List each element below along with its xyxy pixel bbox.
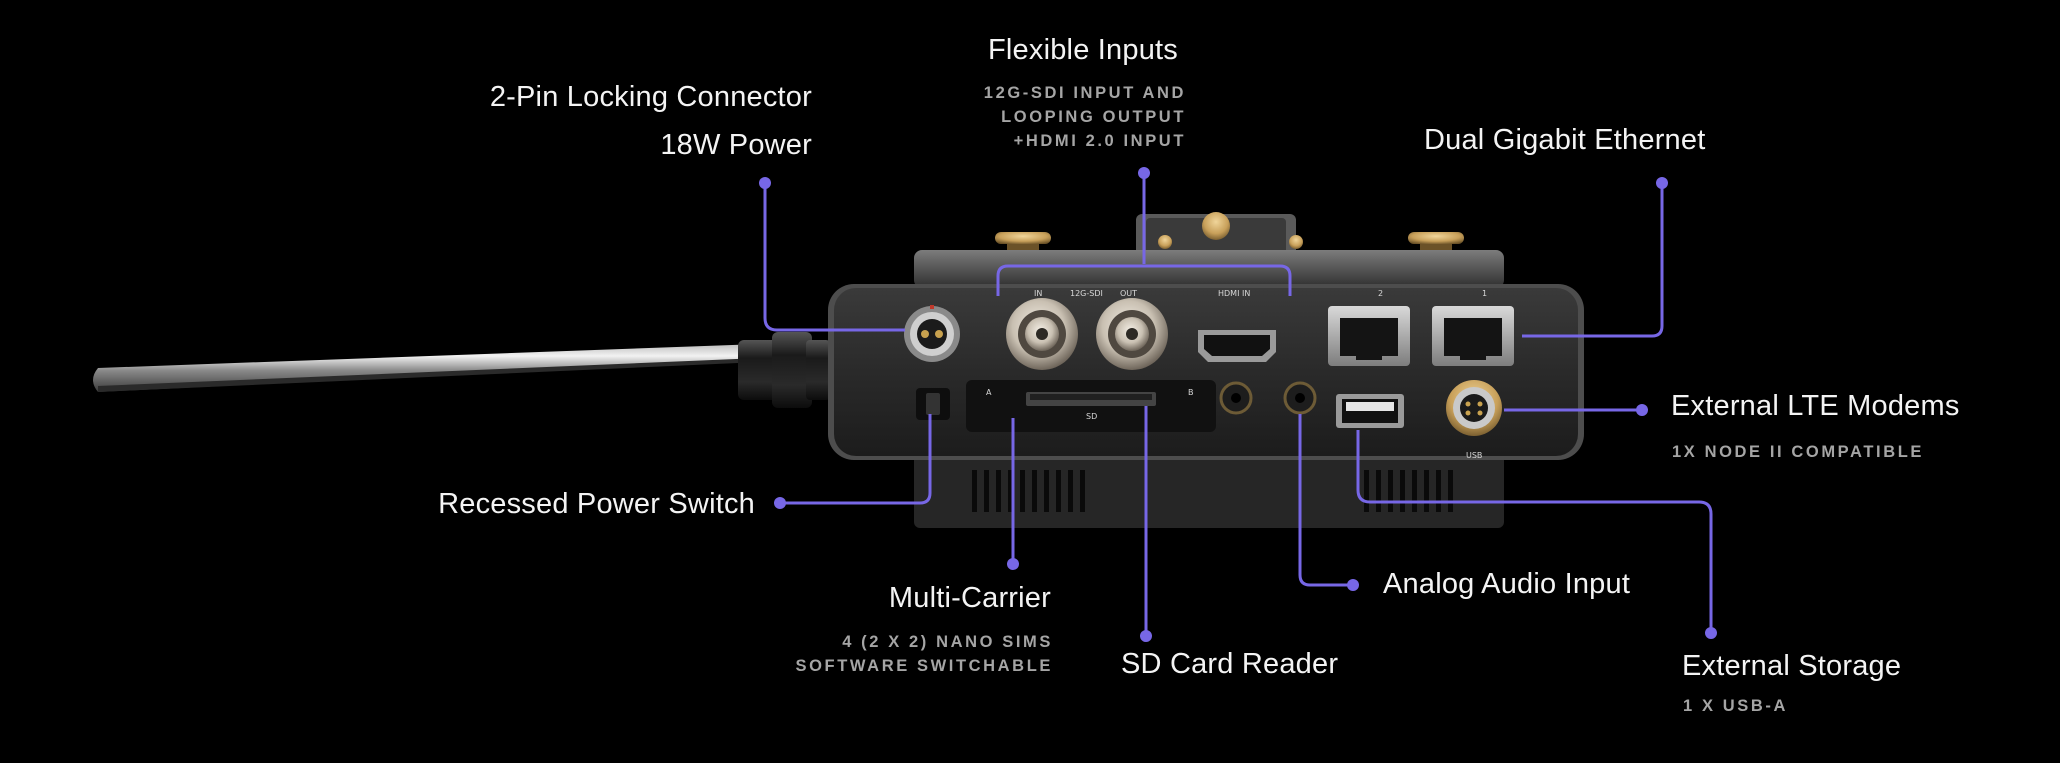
multi-carrier-title: Multi-Carrier xyxy=(888,582,1051,614)
usb-a-port xyxy=(1336,394,1404,428)
sdi-out-marking: OUT xyxy=(1120,289,1137,298)
hdmi-port xyxy=(1198,330,1276,362)
multi-carrier-sub-2: SOFTWARE SWITCHABLE xyxy=(795,657,1053,675)
device-markings: IN 12G-SDI OUT HDMI IN 2 1 SD A B USB xyxy=(986,289,1487,460)
storage-sub: 1 X USB-A xyxy=(1683,697,1788,715)
usb-marking: USB xyxy=(1466,451,1482,460)
hdmi-in-marking: HDMI IN xyxy=(1218,289,1250,298)
antenna xyxy=(93,332,830,408)
sim-b-marking: B xyxy=(1188,388,1194,397)
sdi-bnc-connectors xyxy=(1006,298,1168,370)
power-switch xyxy=(916,388,950,420)
sd-card-title: SD Card Reader xyxy=(1121,648,1339,680)
top-mounts xyxy=(995,212,1464,260)
locking-connector-title: 2-Pin Locking Connector xyxy=(489,81,812,113)
ethernet-ports xyxy=(1328,306,1514,366)
flexible-inputs-sub-3: +HDMI 2.0 INPUT xyxy=(1013,132,1186,150)
flexible-inputs-sub-2: LOOPING OUTPUT xyxy=(1001,108,1186,126)
multi-carrier-sub-1: 4 (2 X 2) NANO SIMS xyxy=(842,633,1053,651)
ethernet-title: Dual Gigabit Ethernet xyxy=(1424,124,1706,156)
flexible-inputs-title: Flexible Inputs xyxy=(988,34,1178,66)
power-switch-title: Recessed Power Switch xyxy=(438,488,755,520)
power-connector xyxy=(904,305,960,362)
lte-title: External LTE Modems xyxy=(1671,390,1960,422)
eth2-marking: 2 xyxy=(1378,289,1383,298)
sim-a-marking: A xyxy=(986,388,992,397)
sdi-marking: 12G-SDI xyxy=(1070,289,1103,298)
lte-connector xyxy=(1446,380,1502,436)
sim-sd-tray xyxy=(966,380,1216,432)
audio-jacks xyxy=(1219,381,1317,415)
power-rating-title: 18W Power xyxy=(660,129,812,161)
callout-lines xyxy=(759,167,1717,642)
flexible-inputs-sub-1: 12G-SDI INPUT AND xyxy=(983,84,1186,102)
storage-title: External Storage xyxy=(1682,650,1902,682)
eth1-marking: 1 xyxy=(1482,289,1487,298)
audio-title: Analog Audio Input xyxy=(1383,568,1631,600)
lte-sub: 1X NODE II COMPATIBLE xyxy=(1672,443,1925,461)
sd-marking: SD xyxy=(1086,412,1097,421)
sdi-in-marking: IN xyxy=(1034,289,1042,298)
